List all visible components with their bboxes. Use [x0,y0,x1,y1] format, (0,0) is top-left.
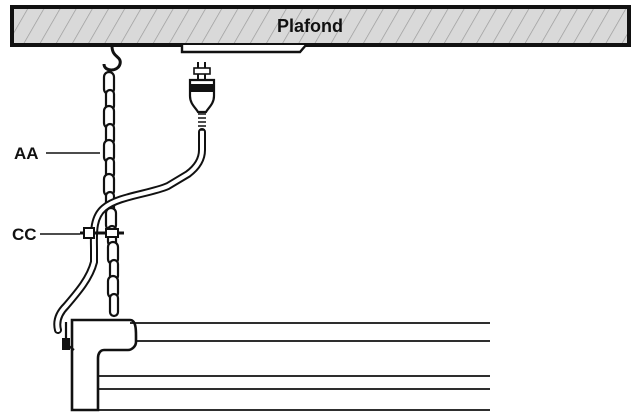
ceiling: Plafond [10,5,631,47]
power-cord [53,113,206,334]
s-hook-icon [102,45,122,72]
ceiling-hatching [14,9,627,43]
callout-cc-label: CC [12,225,37,244]
mounting-plate [180,44,307,54]
ceiling-label: Plafond [277,16,343,36]
callout-cc: CC [12,225,80,244]
callout-aa: AA [14,144,100,163]
light-fixture [62,318,490,412]
callout-aa-label: AA [14,144,39,163]
chain [102,70,120,318]
plug-icon [188,62,216,114]
cord-clip [80,227,124,239]
